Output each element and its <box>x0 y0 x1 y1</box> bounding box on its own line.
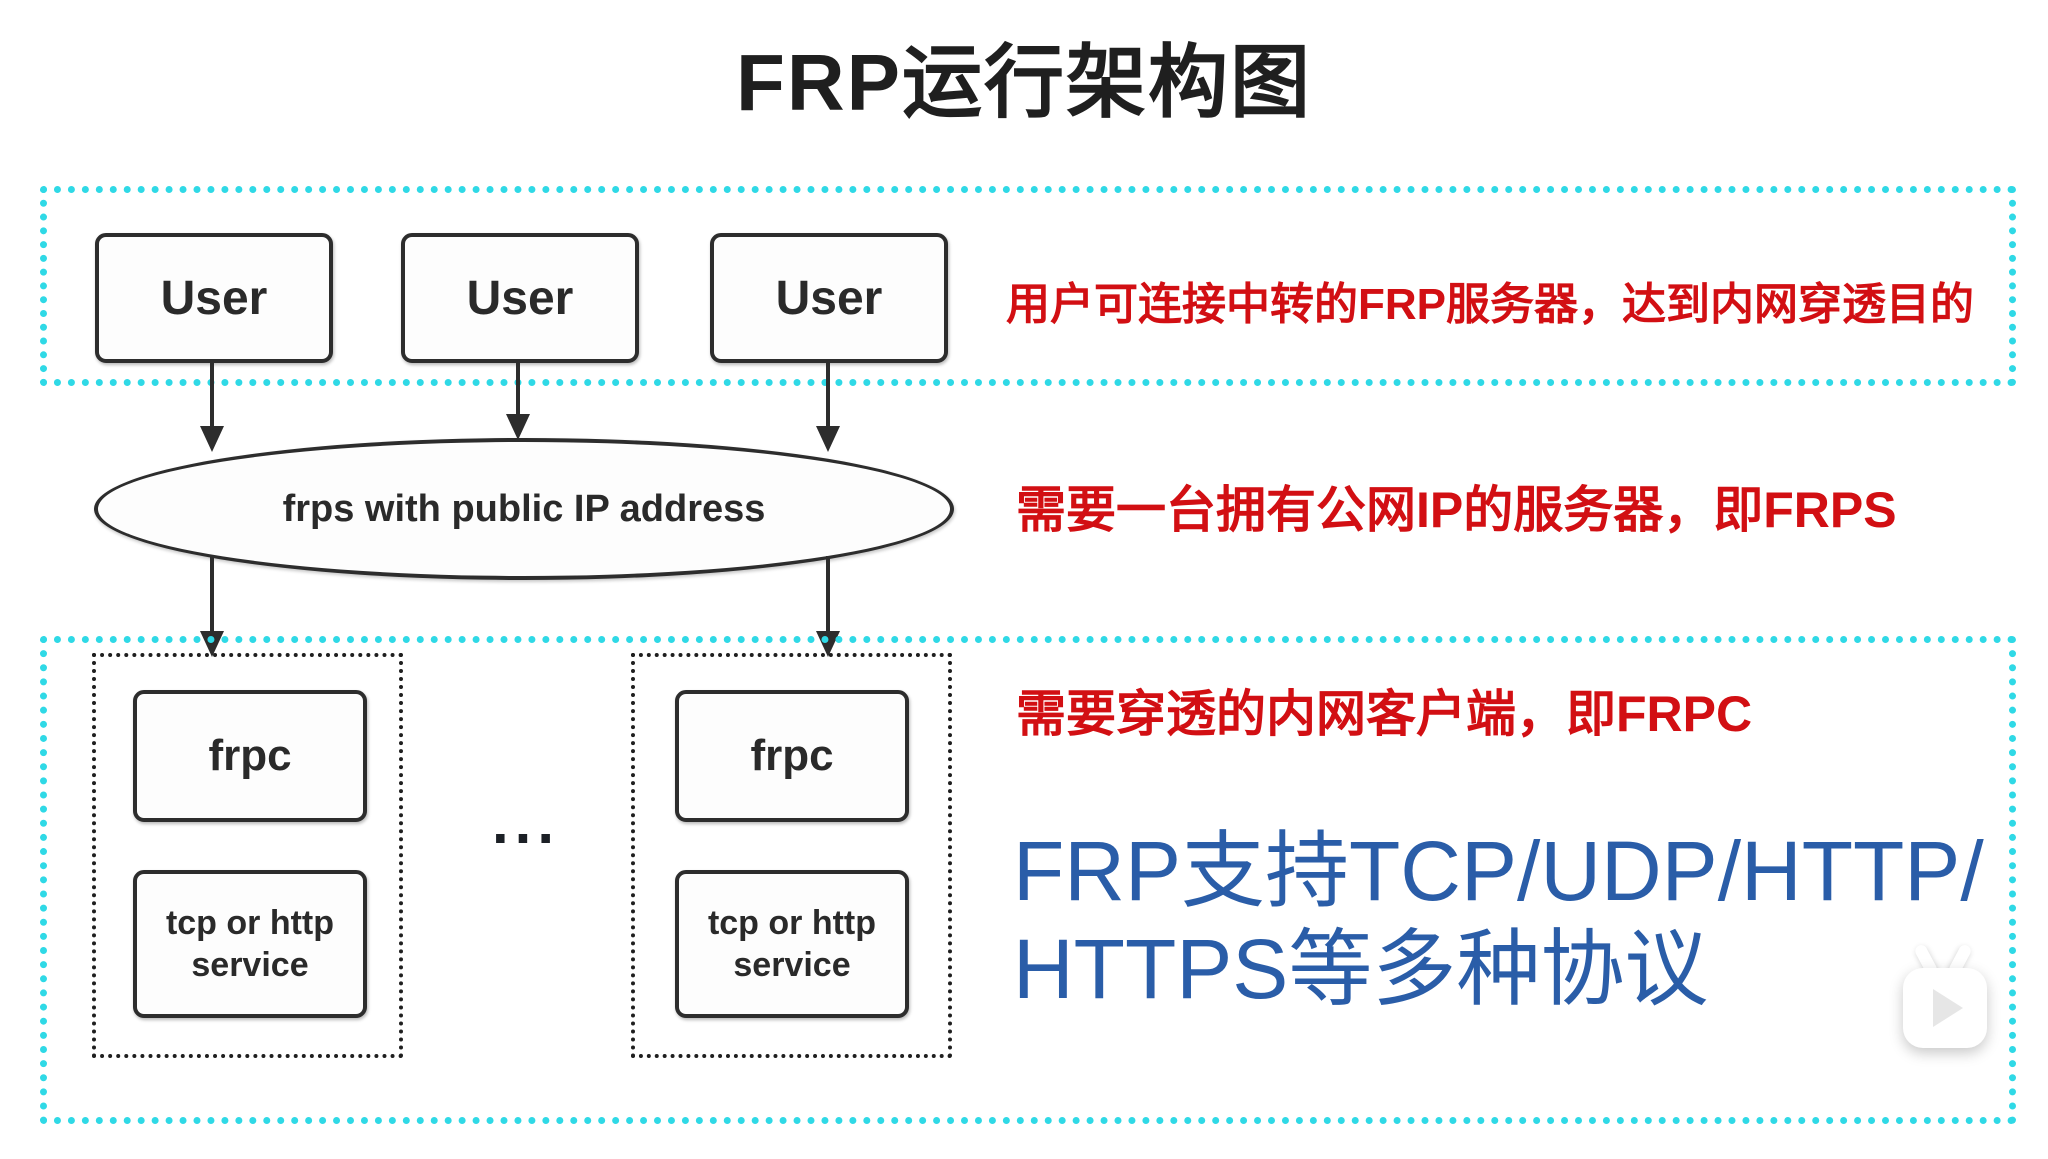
arrow-user1-to-frps-icon <box>200 363 224 452</box>
clients-zone <box>40 636 2016 1124</box>
frpc-box-2: frpc <box>675 690 909 822</box>
service-box-2-label: tcp or http service <box>707 903 877 985</box>
page-title: FRP运行架构图 <box>736 38 1312 127</box>
arrow-head <box>200 426 224 452</box>
service-box-1: tcp or http service <box>133 870 367 1018</box>
user-box-3-label: User <box>775 271 883 325</box>
arrow-frps-to-client2-icon <box>816 556 840 657</box>
users-zone <box>40 186 2016 386</box>
frps-node-label: frps with public IP address <box>282 487 766 530</box>
more-clients-ellipsis: ... <box>492 789 561 856</box>
annotation-frpc: 需要穿透的内网客户端，即FRPC <box>1016 686 1753 742</box>
annotation-users: 用户可连接中转的FRP服务器，达到内网穿透目的 <box>1006 280 1974 329</box>
annotation-frps: 需要一台拥有公网IP的服务器，即FRPS <box>1016 482 1897 538</box>
service-box-1-label: tcp or http service <box>165 903 335 985</box>
arrow-frps-to-client1-icon <box>200 556 224 657</box>
arrow-shaft <box>826 556 830 633</box>
arrow-head <box>506 414 530 440</box>
arrow-head <box>200 631 224 657</box>
protocol-support-text: FRP支持TCP/UDP/HTTP/ HTTPS等多种协议 <box>1013 822 1984 1019</box>
user-box-2-label: User <box>466 271 574 325</box>
tv-body <box>1903 968 1987 1048</box>
arrow-shaft <box>516 363 520 416</box>
tv-play-icon <box>1896 943 2000 1050</box>
user-box-3: User <box>710 233 948 363</box>
frpc-box-1: frpc <box>133 690 367 822</box>
client-group-1 <box>92 653 403 1058</box>
user-box-2: User <box>401 233 639 363</box>
frps-node: frps with public IP address <box>94 438 954 580</box>
protocol-line-2: HTTPS等多种协议 <box>1013 922 1709 1017</box>
arrow-user3-to-frps-icon <box>816 363 840 452</box>
protocol-line-1: FRP支持TCP/UDP/HTTP/ <box>1013 824 1984 918</box>
frpc-box-1-label: frpc <box>208 731 292 780</box>
arrow-shaft <box>210 556 214 633</box>
play-triangle-icon <box>1933 989 1963 1027</box>
arrow-user2-to-frps-icon <box>506 363 530 440</box>
client-group-2 <box>631 653 952 1058</box>
arrow-shaft <box>210 363 214 428</box>
arrow-head <box>816 631 840 657</box>
user-box-1: User <box>95 233 333 363</box>
service-box-2: tcp or http service <box>675 870 909 1018</box>
arrow-head <box>816 426 840 452</box>
frpc-box-2-label: frpc <box>750 731 834 780</box>
arrow-shaft <box>826 363 830 428</box>
user-box-1-label: User <box>160 271 268 325</box>
